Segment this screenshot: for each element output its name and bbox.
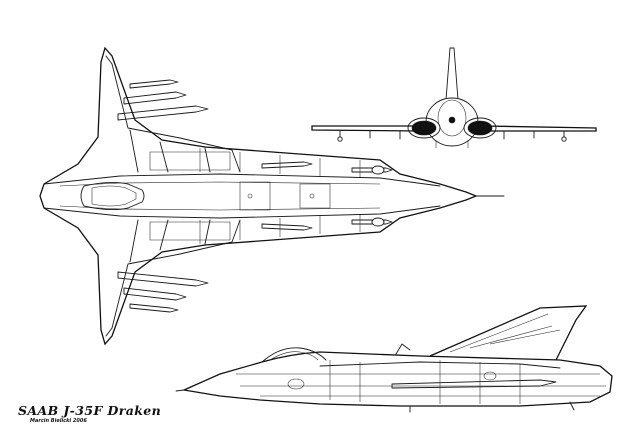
drawing-title: SAAB J-35F Draken [18, 403, 162, 418]
title-block: SAAB J-35F Draken Marcin Bielicki 2006 [18, 404, 168, 425]
top-view [39, 46, 505, 346]
inner-wing-lines-lower [111, 219, 241, 329]
vertical-fin-side [429, 305, 588, 361]
inner-wing-lines-upper [111, 63, 241, 173]
right-intake [467, 120, 493, 136]
front-view [311, 47, 597, 148]
vertical-fin-front [445, 47, 459, 101]
left-intake [411, 120, 437, 136]
fuselage-top-outline [43, 173, 441, 219]
upper-wing-missiles [117, 79, 393, 175]
side-view [175, 305, 613, 413]
lower-wing-missiles [117, 217, 393, 313]
drawing-credit: Marcin Bielicki 2006 [30, 418, 87, 424]
planform-outline [39, 46, 478, 346]
canopy-side [261, 347, 327, 363]
side-missile [391, 379, 557, 389]
canopy-top [80, 181, 145, 211]
fuselage-side-outline [181, 351, 613, 407]
